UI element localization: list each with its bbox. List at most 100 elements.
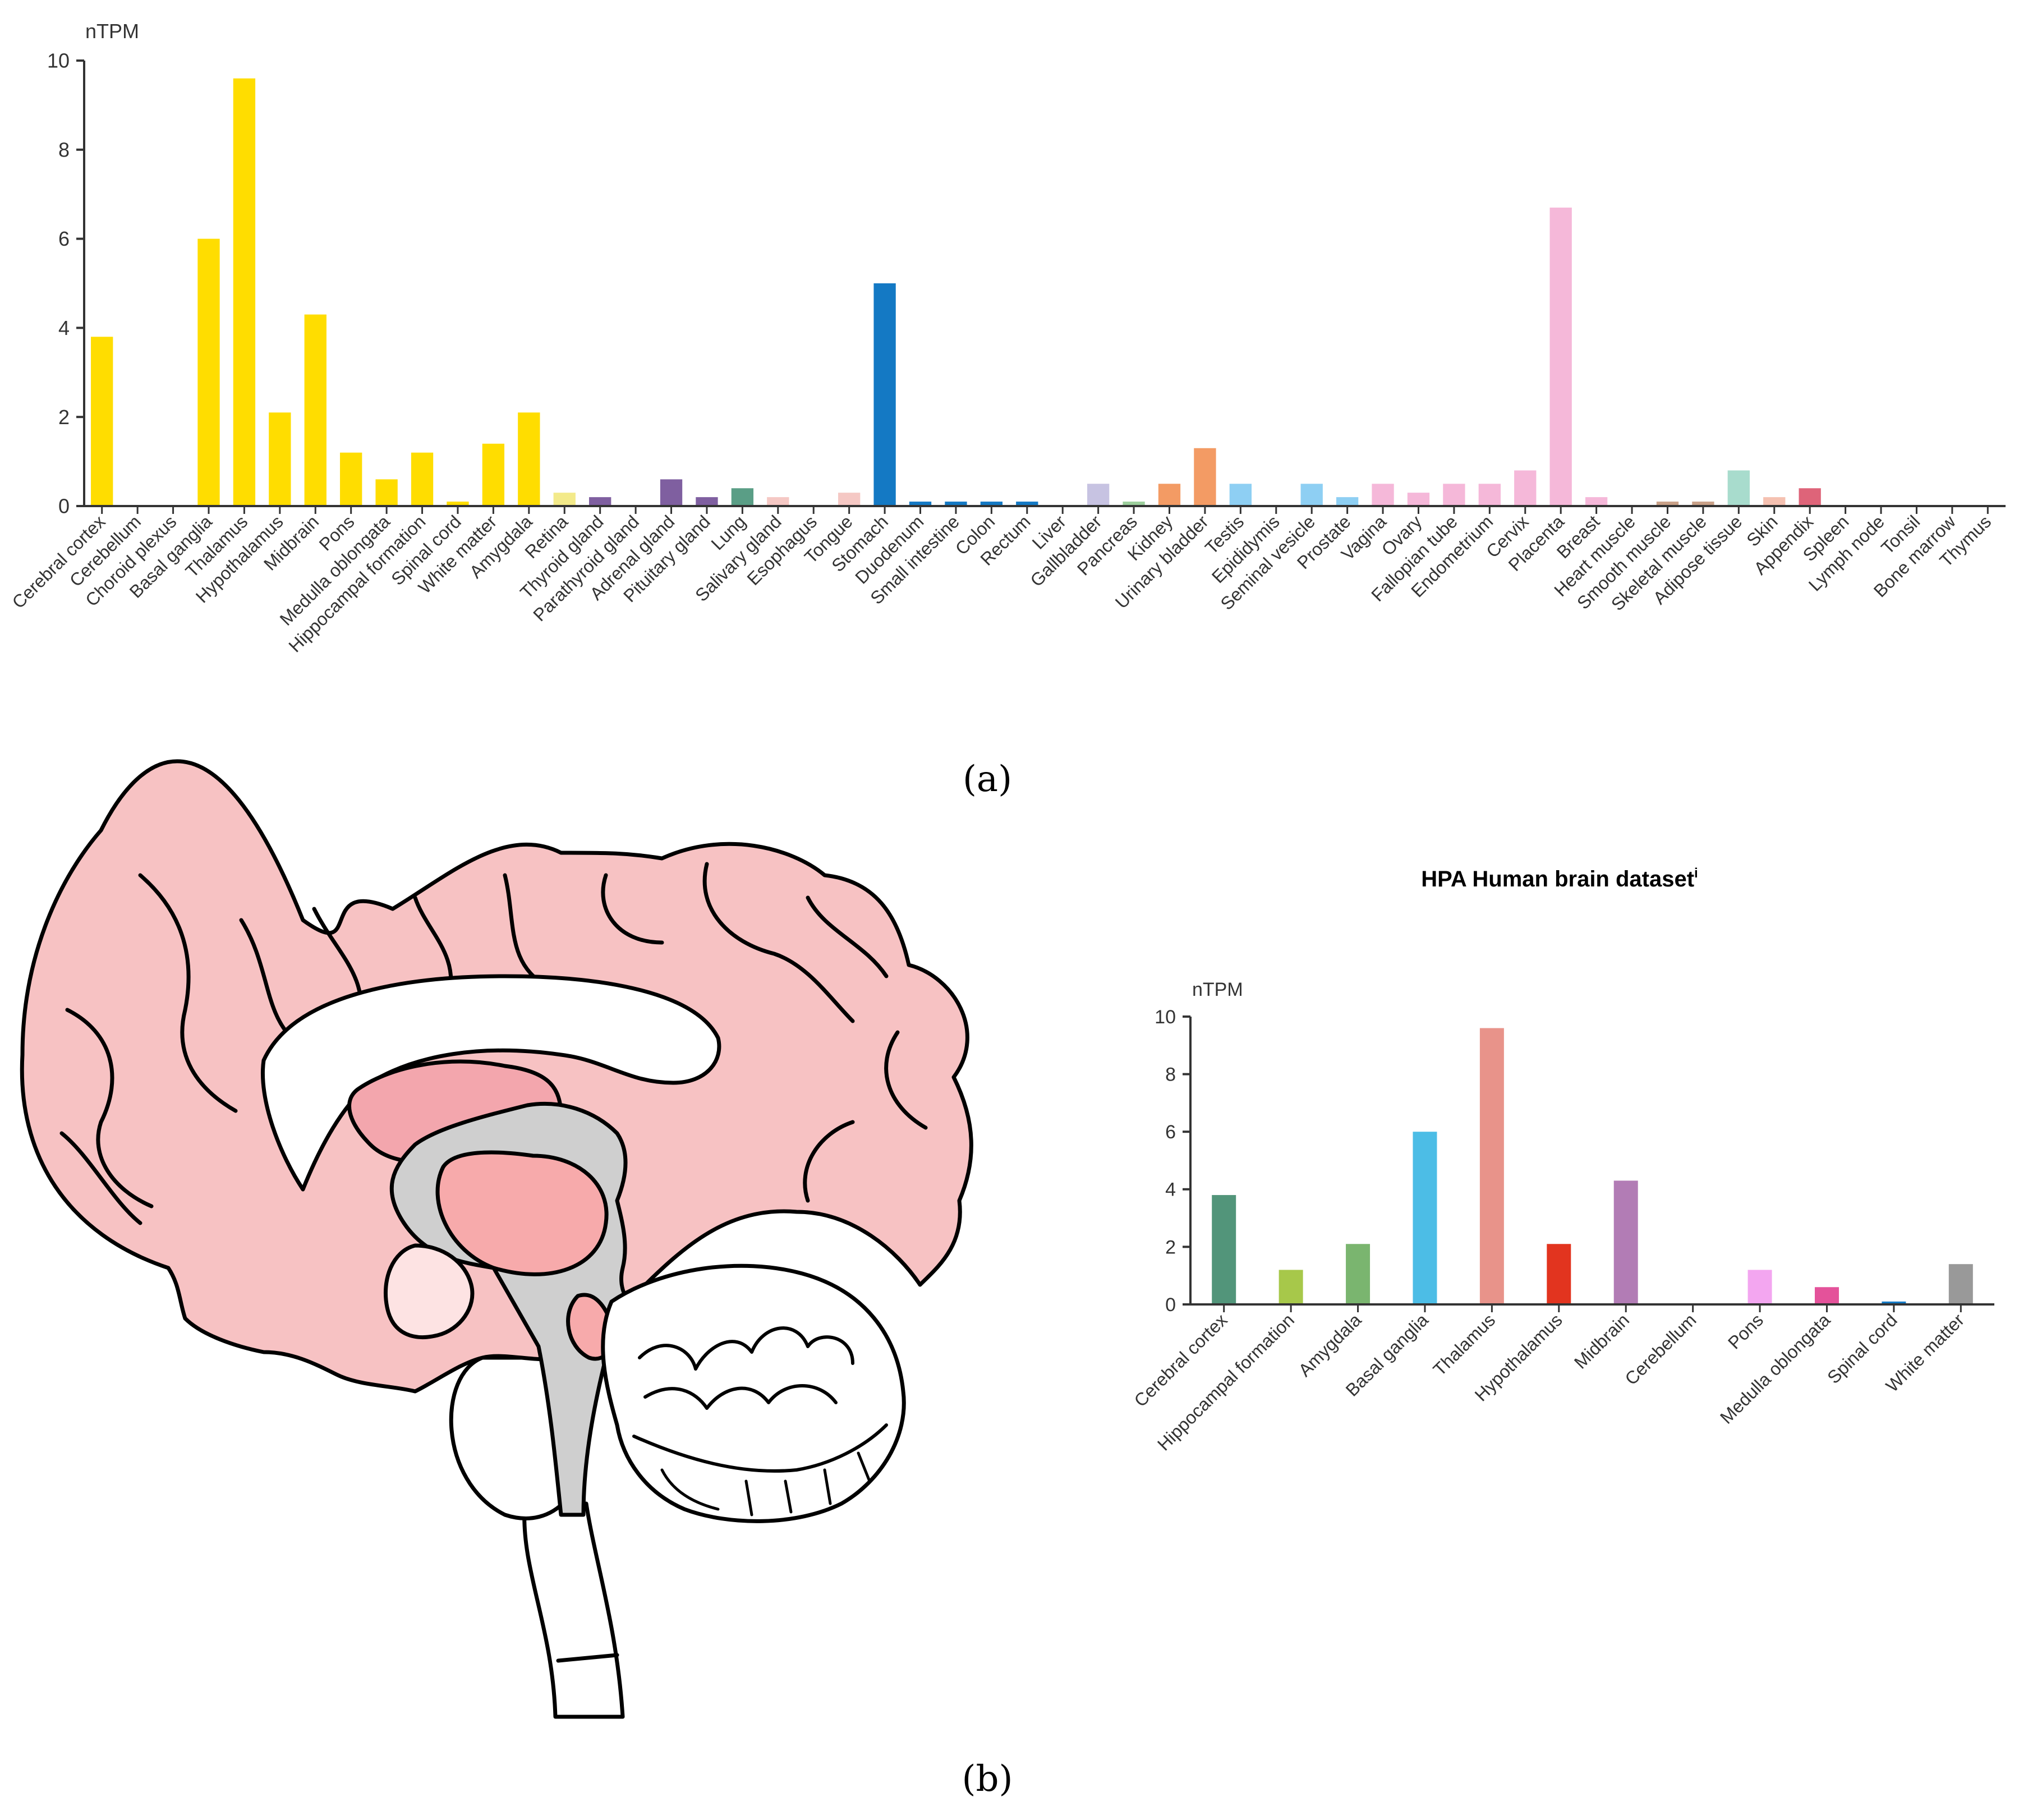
chart-b-title-superscript: i	[1694, 866, 1698, 881]
bar-midbrain	[1613, 1180, 1638, 1304]
bar-vagina	[1372, 484, 1394, 506]
bar-white-matter	[482, 443, 505, 506]
y-tick-label: 10	[1155, 1006, 1176, 1028]
lateral-ventricle-cavity	[260, 974, 721, 1192]
bar-pons	[340, 452, 362, 506]
chart-b-title: HPA Human brain dataseti	[1421, 866, 1698, 891]
chart-b-x-ticks	[1223, 1304, 1962, 1312]
bar-thyroid-gland	[589, 497, 611, 506]
sulcus	[702, 862, 855, 1023]
bar-hypothalamus	[269, 412, 291, 506]
cerebellum-folia	[660, 1451, 871, 1516]
bar-thalamus	[233, 78, 256, 506]
bar-pituitary-gland	[696, 497, 718, 506]
cerebellum-shape	[601, 1263, 906, 1523]
chart-a-y-axis-label: nTPM	[85, 20, 139, 43]
bar-breast	[1585, 497, 1608, 506]
bar-spinal-cord	[1882, 1301, 1906, 1304]
bar-small-intestine	[945, 502, 967, 506]
x-tick-label: Amygdala	[1294, 1309, 1365, 1380]
bar-seminal-vesicle	[1300, 484, 1323, 506]
bar-tongue	[838, 493, 861, 506]
bar-placenta	[1549, 208, 1572, 506]
bar-pons	[1748, 1270, 1772, 1304]
chart-b: HPA Human brain dataseti nTPM 0 2 4 6 8 10 Ce…	[1130, 866, 1994, 1455]
bar-thalamus	[1479, 1028, 1504, 1304]
bar-cervix	[1514, 470, 1537, 506]
x-tick-label: Cerebellum	[1621, 1309, 1700, 1389]
bar-stomach	[873, 283, 896, 506]
y-tick-label: 6	[58, 227, 70, 250]
brain-sagittal-illustration	[20, 759, 973, 1719]
chart-a-x-ticks	[101, 506, 1989, 514]
bar-smooth-muscle	[1656, 502, 1679, 506]
chart-b-bars	[1212, 1028, 1973, 1304]
bar-skeletal-muscle	[1692, 502, 1714, 506]
y-tick-label: 4	[58, 316, 70, 339]
bar-spinal-cord	[447, 502, 469, 506]
chart-a-bars	[91, 78, 1821, 506]
sulcus	[803, 1120, 855, 1203]
bar-amygdala	[1346, 1244, 1371, 1304]
panel-b-caption: (b)	[962, 1758, 1013, 1800]
bar-hippocampal-formation	[1279, 1270, 1303, 1304]
y-tick-label: 0	[58, 495, 70, 518]
bar-endometrium	[1478, 484, 1501, 506]
bar-medulla-oblongata	[375, 479, 398, 506]
bar-gallbladder	[1087, 484, 1110, 506]
hypothalamus-shape	[383, 1243, 475, 1339]
bar-lung	[731, 488, 754, 506]
cerebellum-folia	[632, 1423, 888, 1473]
x-tick-label: Midbrain	[1570, 1309, 1633, 1372]
bar-fallopian-tube	[1443, 484, 1465, 506]
x-tick-label: Hippocampal formation	[1153, 1309, 1298, 1454]
bar-adrenal-gland	[660, 479, 683, 506]
x-tick-label: Medulla oblongata	[1716, 1309, 1834, 1428]
bar-midbrain	[304, 314, 326, 506]
sulcus	[138, 873, 238, 1113]
y-tick-label: 8	[1165, 1064, 1176, 1086]
x-tick-label: Pons	[1724, 1309, 1767, 1353]
sulcus	[884, 1030, 928, 1130]
bar-ovary	[1407, 493, 1430, 506]
bar-kidney	[1158, 484, 1181, 506]
sulcus	[65, 1008, 154, 1208]
bar-adipose-tissue	[1727, 470, 1750, 506]
bar-hippocampal-formation	[411, 452, 434, 506]
bar-testis	[1229, 484, 1252, 506]
y-tick-label: 10	[47, 49, 70, 72]
x-tick-label: Thalamus	[1429, 1309, 1500, 1380]
bar-salivary-gland	[767, 497, 789, 506]
bar-cerebral-cortex	[91, 337, 113, 506]
y-tick-label: 2	[58, 406, 70, 429]
bar-medulla-oblongata	[1814, 1287, 1839, 1304]
y-tick-label: 4	[1165, 1179, 1176, 1201]
bar-retina	[553, 493, 576, 506]
bar-colon	[980, 502, 1003, 506]
y-tick-label: 0	[1165, 1294, 1176, 1316]
bar-urinary-bladder	[1194, 448, 1216, 506]
y-tick-label: 6	[1165, 1122, 1176, 1143]
bar-rectum	[1016, 502, 1038, 506]
spinal-cord-shape	[522, 1501, 625, 1719]
thalamus-shape	[435, 1150, 609, 1276]
bar-cerebral-cortex	[1212, 1195, 1236, 1304]
cerebellum-folia	[643, 1384, 838, 1410]
bar-hypothalamus	[1547, 1244, 1571, 1304]
bar-pancreas	[1123, 502, 1145, 506]
bar-appendix	[1799, 488, 1821, 506]
panel-a-caption: (a)	[963, 759, 1012, 800]
sulcus	[806, 895, 889, 978]
chart-b-y-axis-label: nTPM	[1192, 979, 1243, 1000]
bar-amygdala	[518, 412, 540, 506]
y-tick-label: 2	[1165, 1237, 1176, 1258]
sulcus	[601, 873, 664, 945]
sulcus	[59, 1131, 142, 1225]
bar-duodenum	[909, 502, 932, 506]
bar-basal-ganglia	[1413, 1132, 1437, 1304]
